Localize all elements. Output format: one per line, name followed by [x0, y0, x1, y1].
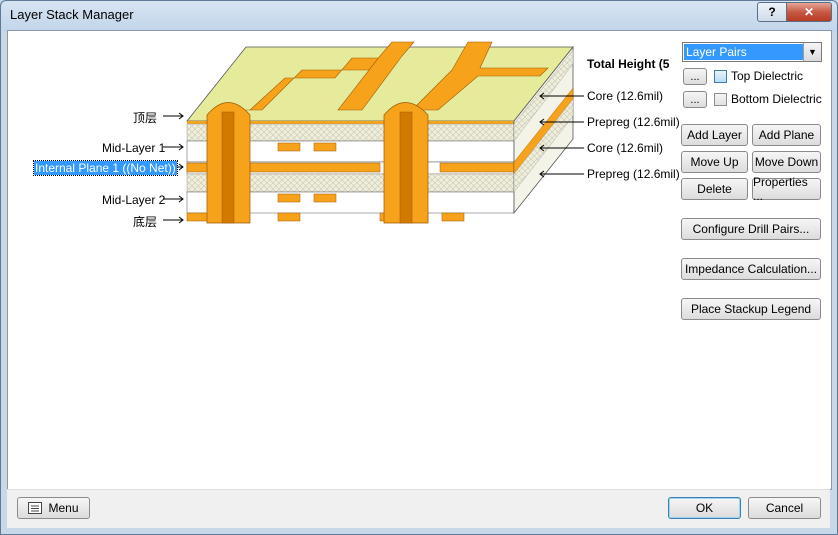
right-arrows — [539, 92, 584, 178]
layer-label-bottom[interactable]: 底层 — [133, 215, 158, 229]
dielectric-label[interactable]: Core (12.6mil) — [587, 141, 664, 155]
menu-label: Menu — [48, 501, 79, 515]
total-height-label: Total Height (5 — [587, 57, 670, 71]
place-stackup-legend-button[interactable]: Place Stackup Legend — [681, 298, 821, 320]
dielectric-label[interactable]: Prepreg (12.6mil) — [587, 167, 680, 181]
move-up-button[interactable]: Move Up — [681, 151, 748, 173]
plane-copper — [439, 162, 515, 173]
checkbox-icon — [714, 69, 727, 83]
plane-copper — [249, 162, 381, 173]
add-layer-button[interactable]: Add Layer — [681, 124, 748, 146]
bottom-dielectric-settings-button[interactable]: ... — [683, 91, 707, 108]
menu-icon — [28, 502, 43, 514]
properties-button[interactable]: Properties ... — [752, 175, 821, 203]
dielectric-label[interactable]: Prepreg (12.6mil) — [587, 115, 680, 129]
ok-button[interactable]: OK — [668, 497, 741, 519]
layer-label-mid2[interactable]: Mid-Layer 2 — [102, 193, 166, 207]
top-trace — [411, 41, 549, 111]
checkbox-icon — [714, 92, 727, 106]
top-dielectric-checkbox[interactable]: Top Dielectric — [714, 69, 803, 83]
pad — [313, 193, 337, 203]
window-title: Layer Stack Manager — [10, 7, 134, 22]
pad — [277, 142, 301, 152]
move-down-button[interactable]: Move Down — [752, 151, 821, 173]
pad — [277, 193, 301, 203]
top-dielectric-settings-button[interactable]: ... — [683, 68, 707, 85]
dielectric-label[interactable]: Core (12.6mil) — [587, 89, 664, 103]
bottom-dielectric-label: Bottom Dielectric — [731, 92, 822, 106]
layer-pairs-dropdown[interactable]: Layer Pairs ▼ — [682, 42, 822, 62]
via-bore — [221, 111, 235, 224]
layer-label-top[interactable]: 顶层 — [133, 111, 158, 125]
impedance-calculation-button[interactable]: Impedance Calculation... — [681, 258, 821, 280]
configure-drill-pairs-button[interactable]: Configure Drill Pairs... — [681, 218, 821, 240]
add-plane-button[interactable]: Add Plane — [752, 124, 821, 146]
top-trace — [337, 41, 415, 111]
layer-top-copper — [187, 121, 514, 124]
cancel-button[interactable]: Cancel — [748, 497, 821, 519]
close-button[interactable]: ✕ — [786, 2, 832, 22]
via-bore — [399, 111, 413, 224]
delete-button[interactable]: Delete — [681, 178, 748, 200]
bottom-dielectric-checkbox[interactable]: Bottom Dielectric — [714, 92, 822, 106]
chevron-down-icon[interactable]: ▼ — [803, 43, 821, 61]
pad — [277, 212, 301, 222]
layer-pairs-value: Layer Pairs — [684, 44, 803, 60]
top-dielectric-label: Top Dielectric — [731, 69, 804, 83]
menu-button[interactable]: Menu — [17, 497, 90, 519]
pad — [313, 142, 337, 152]
help-button[interactable]: ? — [757, 2, 787, 22]
layer-label-plane[interactable]: Internal Plane 1 ((No Net)) — [33, 160, 178, 176]
pad — [441, 212, 465, 222]
layer-label-mid1[interactable]: Mid-Layer 1 — [102, 141, 166, 155]
